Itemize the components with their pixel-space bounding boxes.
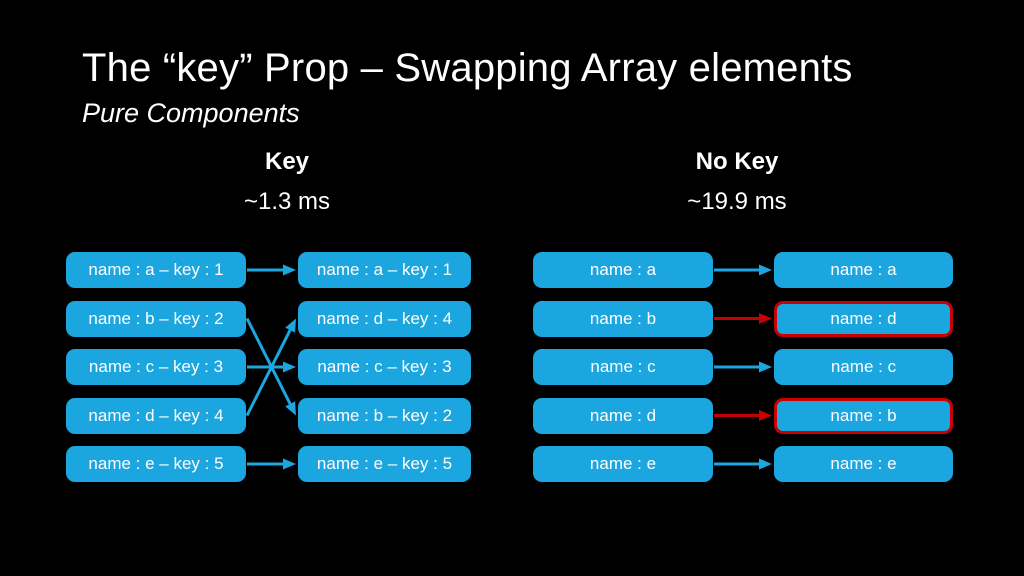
- arrow-head-icon: [759, 410, 772, 421]
- arrow-line-key-3-1: [245, 329, 292, 417]
- arrow-head-icon: [283, 458, 296, 470]
- array-item-box-no-key-src-0: name : a: [533, 252, 713, 288]
- arrow-line-key-1-3: [245, 317, 292, 405]
- arrow-head-icon: [759, 361, 772, 373]
- group-no-key: No Key ~19.9 ms name : a name : b name : c…: [533, 148, 953, 488]
- array-item-box-key-src-0: name : a – key : 1: [66, 252, 246, 288]
- array-item-box-no-key-src-3: name : d: [533, 397, 713, 434]
- array-item-box-key-src-4: name : e – key : 5: [66, 446, 246, 482]
- group-key-render-time: ~1.3 ms: [243, 188, 331, 215]
- array-item-box-key-src-1: name : b – key : 2: [66, 300, 246, 337]
- group-key-heading: Key: [264, 148, 310, 175]
- array-item-box-key-dst-4: name : e – key : 5: [298, 446, 471, 482]
- array-item-box-key-dst-1: name : d – key : 4: [298, 300, 471, 337]
- group-no-key-heading: No Key: [695, 148, 779, 175]
- array-item-box-no-key-dst-2: name : c: [774, 349, 953, 385]
- arrow-head-icon: [759, 458, 772, 470]
- array-item-box-no-key-src-4: name : e: [533, 446, 713, 482]
- group-key-diagram: name : a – key : 1 name : b – key : 2 name…: [66, 252, 472, 482]
- array-item-box-no-key-src-2: name : c: [533, 349, 713, 385]
- slide-subtitle: Pure Components: [82, 98, 300, 128]
- arrow-head-icon: [285, 401, 296, 416]
- group-no-key-render-time: ~19.9 ms: [687, 188, 787, 215]
- array-item-box-key-dst-3: name : b – key : 2: [298, 397, 471, 434]
- array-item-box-no-key-dst-1: name : d: [774, 300, 953, 337]
- array-item-box-key-src-3: name : d – key : 4: [66, 397, 246, 434]
- arrow-head-icon: [283, 361, 296, 373]
- mapping-arrows: [714, 264, 772, 470]
- array-item-box-no-key-src-1: name : b: [533, 300, 713, 337]
- group-no-key-diagram: name : a name : b name : c name : d name : e…: [533, 252, 953, 482]
- array-item-box-key-dst-2: name : c – key : 3: [298, 349, 471, 385]
- array-item-box-key-src-2: name : c – key : 3: [66, 349, 246, 385]
- arrow-head-icon: [285, 318, 296, 333]
- slide-title: The “key” Prop – Swapping Array elements: [82, 46, 853, 90]
- array-item-box-key-dst-0: name : a – key : 1: [298, 252, 471, 288]
- mapping-arrows: [245, 264, 296, 470]
- arrow-head-icon: [759, 313, 772, 324]
- array-item-box-no-key-dst-4: name : e: [774, 446, 953, 482]
- array-item-box-no-key-dst-0: name : a: [774, 252, 953, 288]
- arrow-head-icon: [283, 264, 296, 276]
- group-key: Key ~1.3 ms name : a – key : 1 name : b –…: [66, 148, 472, 488]
- arrow-head-icon: [759, 264, 772, 276]
- array-item-box-no-key-dst-3: name : b: [774, 397, 953, 434]
